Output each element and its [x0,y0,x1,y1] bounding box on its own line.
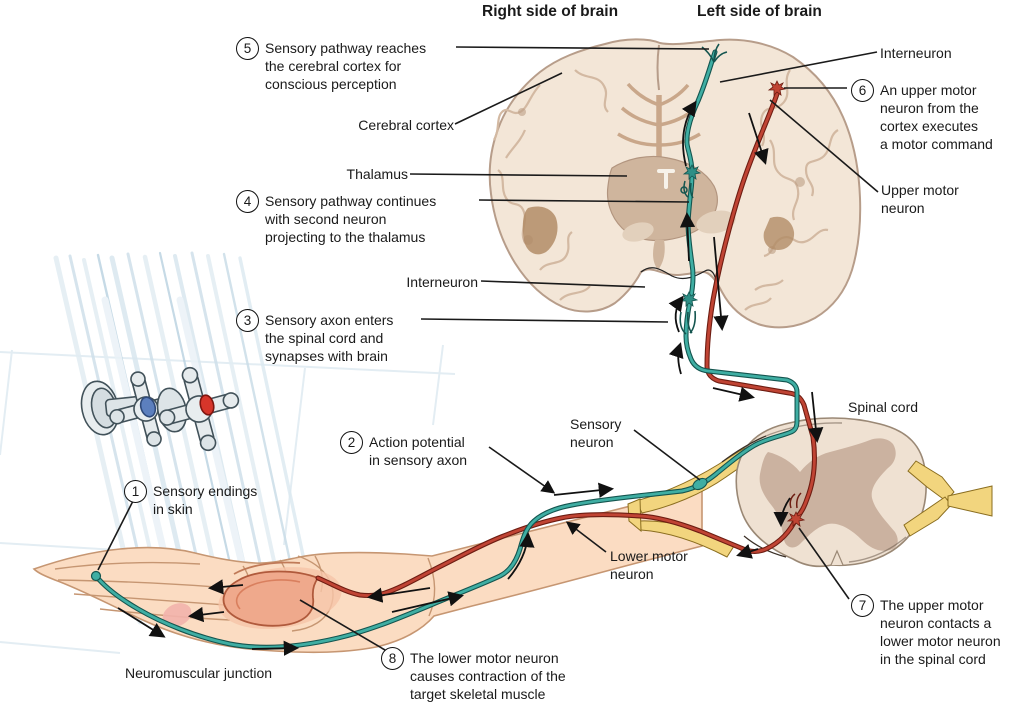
step-3-annotation: 3 Sensory axon enters the spinal cord an… [236,309,446,365]
step-2-text: Action potential in sensory axon [369,434,468,468]
tile-grid [0,344,456,654]
step-7-annotation: 7 The upper motor neuron contacts a lowe… [851,594,1011,668]
step-6-text: An upper motor neuron from the cortex ex… [880,82,993,152]
faucet [80,366,240,452]
ganglion-swelling [692,477,708,491]
label-spinal-cord: Spinal cord [848,399,919,415]
step-4-number: 4 [236,190,259,213]
title-right-side: Right side of brain [482,3,619,20]
motor-pathway [315,91,818,599]
step-1-annotation: 1 Sensory endings in skin [124,480,284,518]
label-interneuron-top: Interneuron [880,45,952,61]
step-5-text: Sensory pathway reaches the cerebral cor… [265,40,427,92]
step-4-text: Sensory pathway continues with second ne… [265,193,437,245]
label-lower-motor-neuron: Lower motor neuron [610,548,688,582]
label-neuromuscular-junction: Neuromuscular junction [125,665,273,681]
skeletal-muscle [222,570,320,627]
title-left-side: Left side of brain [697,3,822,20]
step-7-number: 7 [851,594,874,617]
step-8-text: The lower motor neuron causes contractio… [410,650,566,702]
step-6-number: 6 [851,79,874,102]
step-3-number: 3 [236,309,259,332]
cortex-ending-branches [701,43,728,63]
thumb-pad [162,603,192,627]
step-5-number: 5 [236,37,259,60]
step-4-annotation: 4 Sensory pathway continues with second … [236,190,466,246]
synapses [90,43,805,582]
step-8-number: 8 [381,647,404,670]
step-8-annotation: 8 The lower motor neuron causes contract… [381,647,591,703]
direction-arrows [117,100,824,656]
step-1-number: 1 [124,480,147,503]
label-cerebral-cortex: Cerebral cortex [358,117,454,133]
sensory-ending-dot [90,570,102,582]
step-6-annotation: 6 An upper motor neuron from the cortex … [851,79,1001,153]
step-1-text: Sensory endings in skin [153,483,258,517]
label-thalamus: Thalamus [346,166,408,182]
step-2-annotation: 2 Action potential in sensory axon [340,431,500,469]
step-5-annotation: 5 Sensory pathway reaches the cerebral c… [236,37,446,93]
cold-indicator [139,396,157,418]
step-7-text: The upper motor neuron contacts a lower … [880,597,1001,667]
label-upper-motor-neuron: Upper motor neuron [881,182,959,216]
label-sensory-neuron: Sensory neuron [570,416,622,450]
brain [488,38,862,329]
label-interneuron-mid: Interneuron [406,274,478,290]
step-2-number: 2 [340,431,363,454]
leader-lines [97,46,879,651]
hot-indicator [199,394,215,416]
step-3-text: Sensory axon enters the spinal cord and … [265,312,394,364]
